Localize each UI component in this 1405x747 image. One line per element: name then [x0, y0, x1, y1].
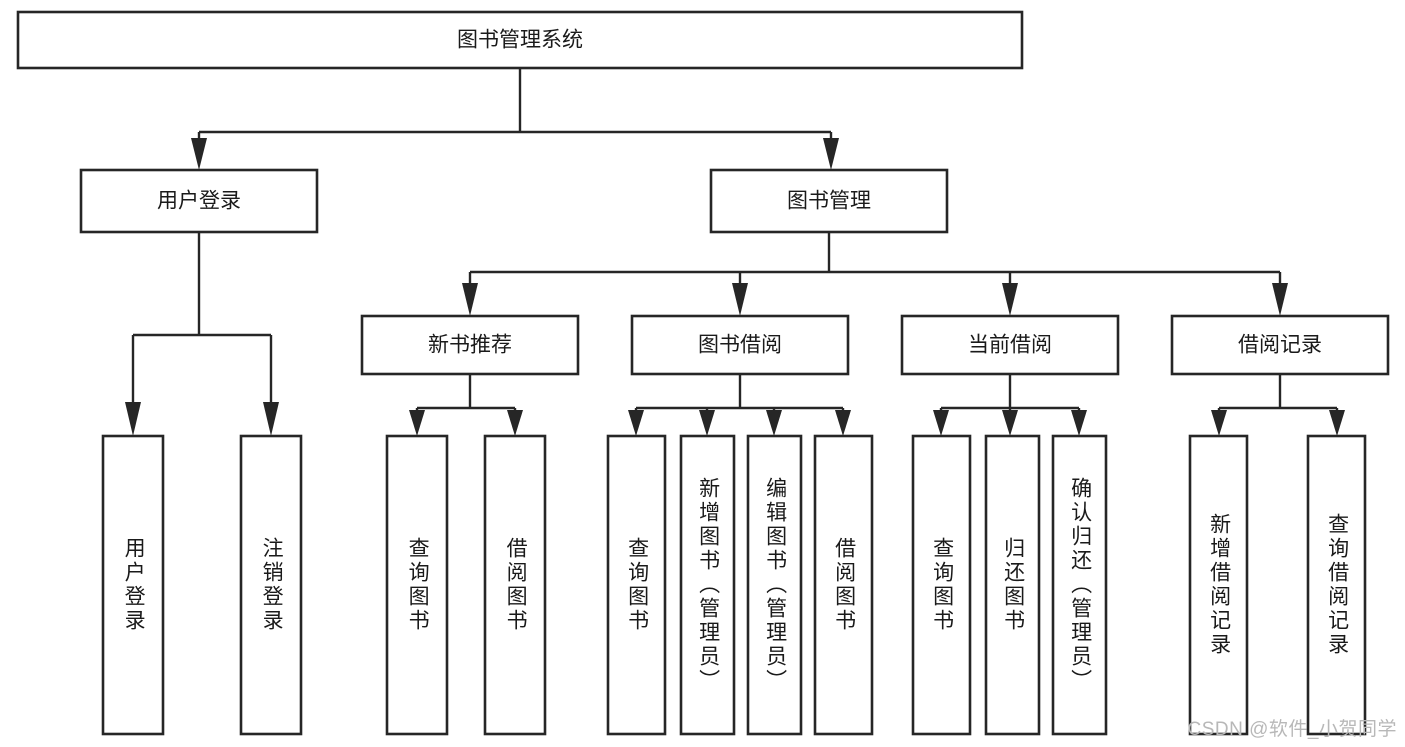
node-leaf-add-book-admin[interactable] — [679, 434, 736, 736]
arrowhead-leaf-borrow-book-new — [507, 410, 523, 436]
node-borrow-record-box — [1170, 314, 1390, 376]
node-leaf-user-login[interactable] — [101, 434, 165, 736]
arrowhead-leaf-return-book — [1002, 410, 1018, 436]
node-new-book-recommend-label: 新书推荐 — [428, 334, 512, 357]
node-book-borrow-label: 图书借阅 — [698, 334, 782, 357]
node-book-borrow-box — [630, 314, 850, 376]
arrowhead-book-borrow — [732, 283, 748, 316]
node-leaf-user-login-box — [101, 434, 165, 736]
arrowhead-leaf-add-book-admin — [699, 410, 715, 436]
connector-group-book-borrow — [628, 374, 851, 436]
csdn-watermark: CSDN @软件_小贺同学 — [1187, 719, 1397, 740]
arrowhead-leaf-confirm-return-admin — [1071, 410, 1087, 436]
connector-group-book-management — [462, 232, 1288, 316]
node-book-management[interactable]: 图书管理 — [709, 168, 949, 234]
node-borrow-record[interactable]: 借阅记录 — [1170, 314, 1390, 376]
node-user-login-label: 用户登录 — [157, 190, 241, 213]
node-current-borrow[interactable]: 当前借阅 — [900, 314, 1120, 376]
node-book-borrow[interactable]: 图书借阅 — [630, 314, 850, 376]
node-borrow-record-label: 借阅记录 — [1238, 334, 1322, 357]
connector-group-user-login — [125, 232, 279, 436]
node-leaf-return-book-box — [984, 434, 1041, 736]
node-leaf-logout-box — [239, 434, 303, 736]
node-leaf-borrow-book-new[interactable] — [483, 434, 547, 736]
node-leaf-query-borrow-record[interactable] — [1306, 434, 1367, 736]
arrowhead-leaf-query-borrow-record — [1329, 410, 1345, 436]
node-book-management-label: 图书管理 — [787, 190, 871, 213]
arrowhead-new-book-recommend — [462, 283, 478, 316]
arrowhead-leaf-add-borrow-record — [1211, 410, 1227, 436]
connector-group-borrow-record — [1211, 374, 1345, 436]
node-root-label: 图书管理系统 — [457, 29, 583, 52]
node-root-box — [16, 10, 1024, 70]
node-book-management-box — [709, 168, 949, 234]
arrowhead-leaf-logout — [263, 402, 279, 436]
node-leaf-query-book-borrow-box — [606, 434, 667, 736]
arrowhead-leaf-borrow-book — [835, 410, 851, 436]
node-leaf-borrow-book-box — [813, 434, 874, 736]
node-leaf-add-borrow-record[interactable] — [1188, 434, 1249, 736]
arrowhead-leaf-query-book-borrow — [628, 410, 644, 436]
node-user-login[interactable]: 用户登录 — [79, 168, 319, 234]
node-leaf-logout[interactable] — [239, 434, 303, 736]
node-leaf-query-book-new-box — [385, 434, 449, 736]
arrowhead-borrow-record — [1272, 283, 1288, 316]
arrowhead-leaf-query-book-current — [933, 410, 949, 436]
node-current-borrow-box — [900, 314, 1120, 376]
node-leaf-edit-book-admin[interactable] — [746, 434, 803, 736]
node-leaf-query-book-current-box — [911, 434, 972, 736]
node-new-book-recommend-box — [360, 314, 580, 376]
node-leaf-borrow-book[interactable] — [813, 434, 874, 736]
connector-group-current-borrow — [933, 374, 1087, 436]
node-leaf-confirm-return-admin[interactable] — [1051, 434, 1108, 736]
arrowhead-user-login — [191, 138, 207, 170]
node-leaf-return-book[interactable] — [984, 434, 1041, 736]
node-user-login-box — [79, 168, 319, 234]
node-leaf-query-book-current[interactable] — [911, 434, 972, 736]
connector-group-root — [191, 68, 839, 170]
node-new-book-recommend[interactable]: 新书推荐 — [360, 314, 580, 376]
connector-group-new-book-recommend — [409, 374, 523, 436]
arrowhead-leaf-edit-book-admin — [766, 410, 782, 436]
node-leaf-query-borrow-record-box — [1306, 434, 1367, 736]
node-leaf-add-book-admin-box — [679, 434, 736, 736]
arrowhead-current-borrow — [1002, 283, 1018, 316]
node-leaf-add-borrow-record-box — [1188, 434, 1249, 736]
node-leaf-query-book-borrow[interactable] — [606, 434, 667, 736]
node-leaf-query-book-new[interactable] — [385, 434, 449, 736]
node-current-borrow-label: 当前借阅 — [968, 334, 1052, 357]
node-root[interactable]: 图书管理系统 — [16, 10, 1024, 70]
node-leaf-borrow-book-new-box — [483, 434, 547, 736]
arrowhead-book-management — [823, 138, 839, 170]
node-leaf-edit-book-admin-box — [746, 434, 803, 736]
arrowhead-leaf-query-book-new — [409, 410, 425, 436]
arrowhead-leaf-user-login — [125, 402, 141, 436]
node-leaf-confirm-return-admin-box — [1051, 434, 1108, 736]
